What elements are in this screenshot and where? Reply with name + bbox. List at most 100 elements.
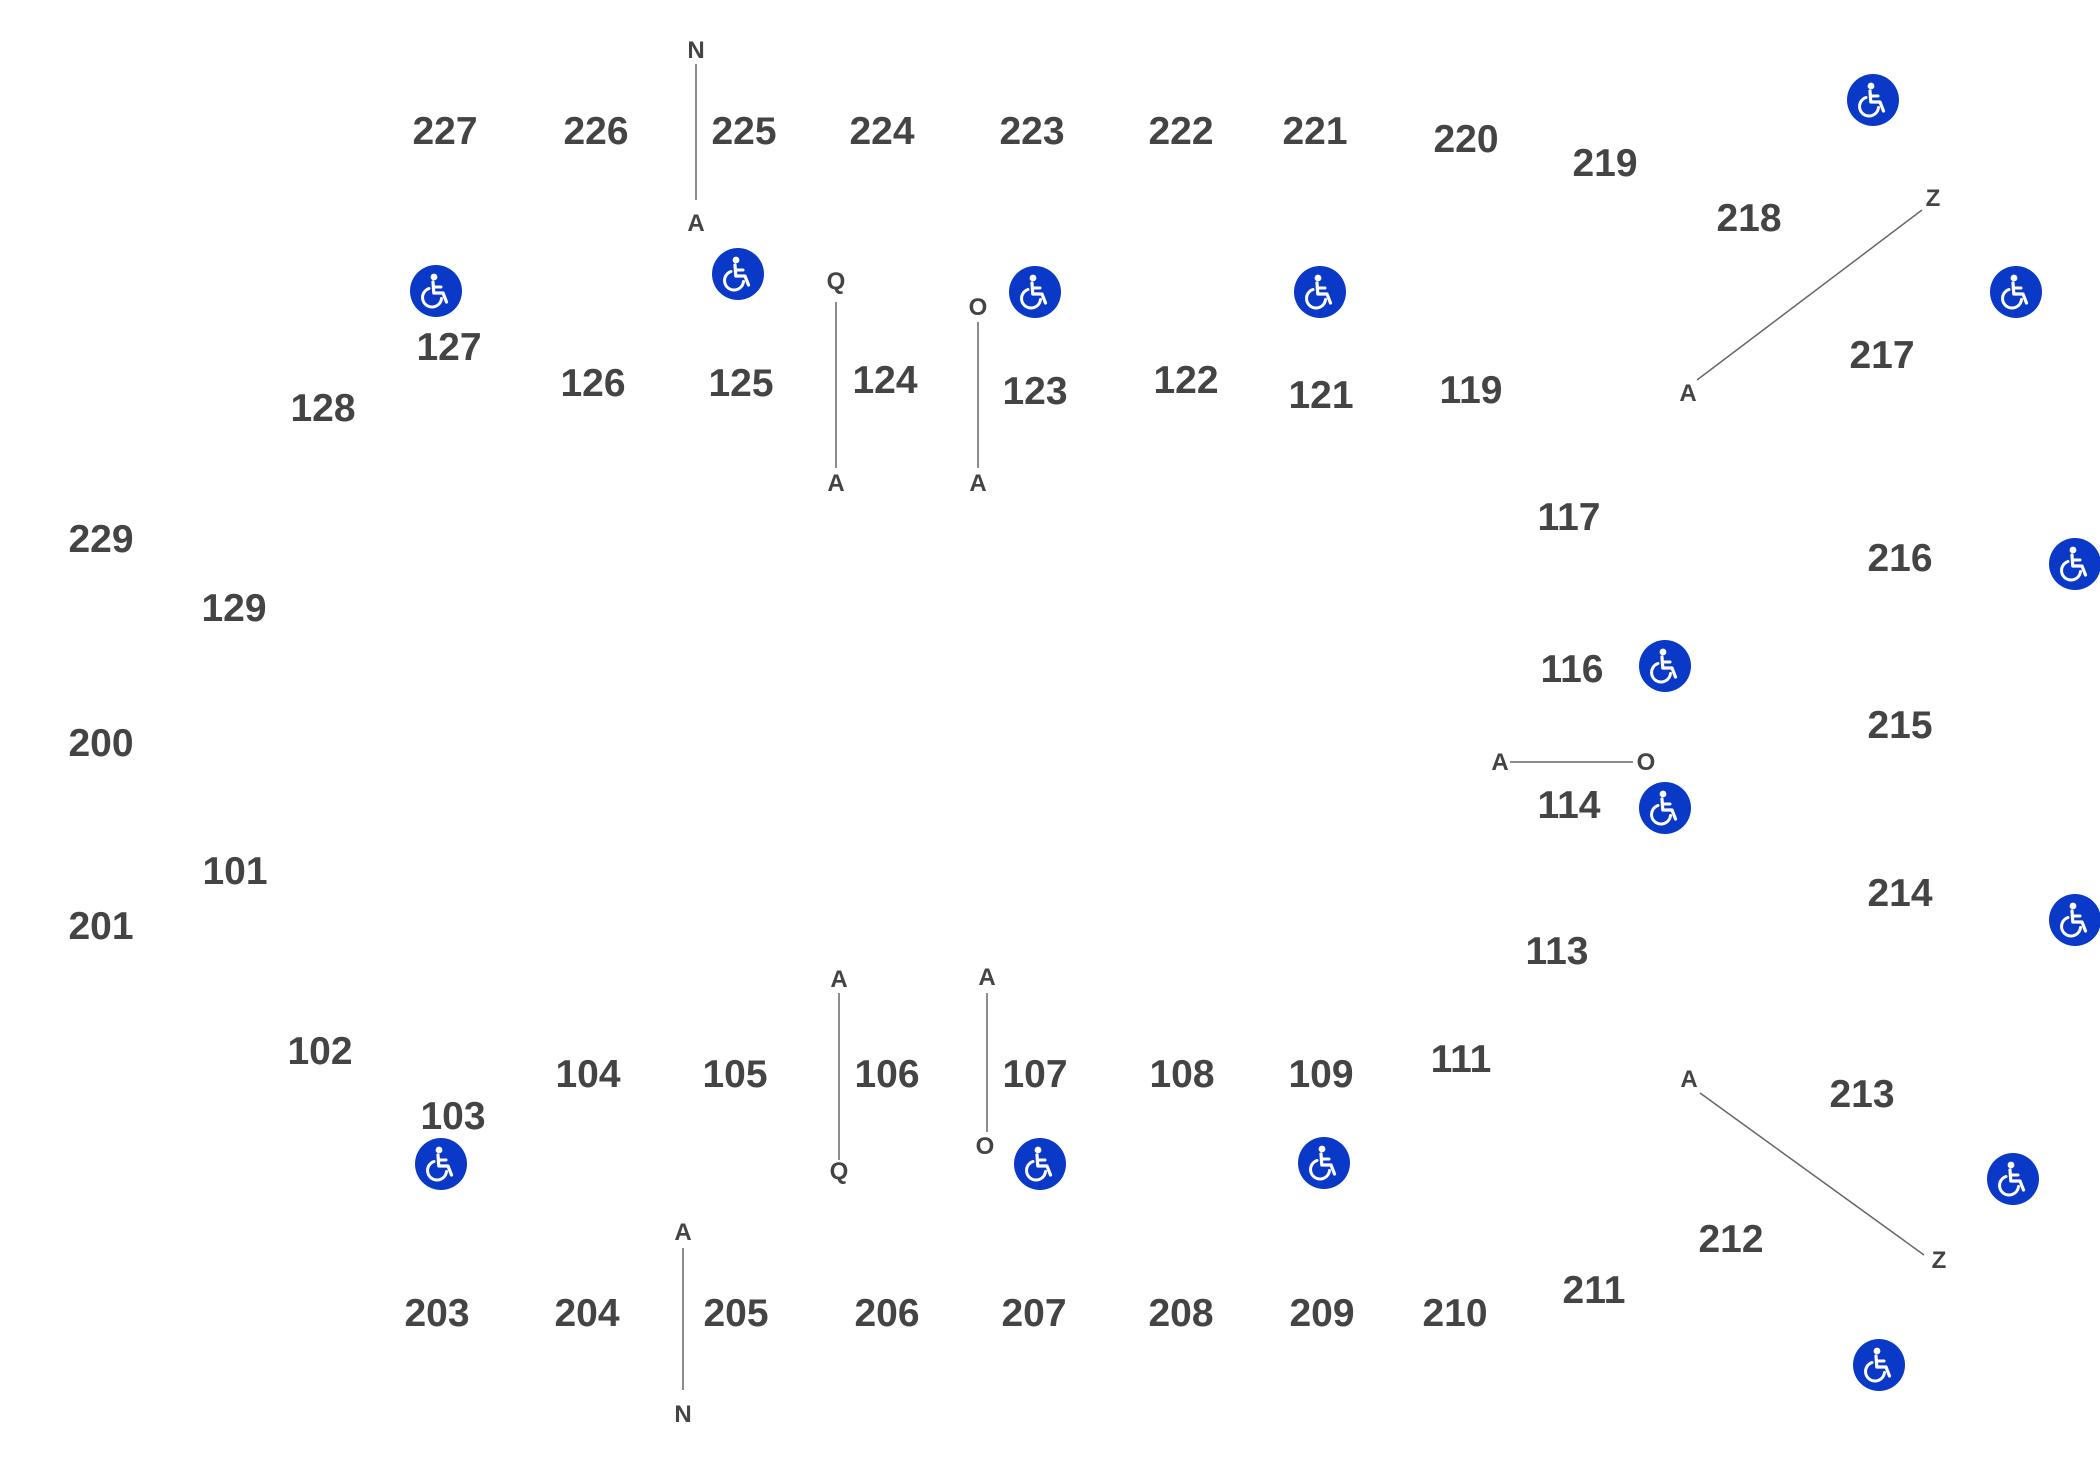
section-111[interactable]: 111 — [1430, 1038, 1492, 1081]
section-222[interactable]: 222 — [1148, 110, 1214, 153]
row-label: A — [1679, 380, 1697, 407]
row-label: A — [978, 964, 996, 991]
row-label: A — [969, 470, 987, 497]
section-114[interactable]: 114 — [1537, 784, 1601, 827]
wheelchair-glyph — [2060, 902, 2088, 938]
section-224[interactable]: 224 — [849, 110, 915, 153]
section-119[interactable]: 119 — [1439, 369, 1503, 412]
wheelchair-icon[interactable] — [2049, 538, 2100, 590]
section-127[interactable]: 127 — [416, 326, 482, 369]
section-214[interactable]: 214 — [1867, 872, 1933, 915]
row-label: A — [1680, 1066, 1698, 1093]
section-109[interactable]: 109 — [1288, 1053, 1354, 1096]
wheelchair-glyph — [1858, 82, 1886, 118]
wheelchair-icon[interactable] — [410, 265, 462, 317]
wheelchair-icon[interactable] — [415, 1138, 467, 1190]
section-219[interactable]: 219 — [1572, 142, 1638, 185]
section-225[interactable]: 225 — [711, 110, 777, 153]
section-216[interactable]: 216 — [1867, 537, 1933, 580]
section-211[interactable]: 211 — [1562, 1269, 1626, 1312]
row-label: A — [830, 966, 848, 993]
wheelchair-icon[interactable] — [1847, 74, 1899, 126]
row-label: O — [968, 294, 988, 321]
row-label: O — [1636, 749, 1656, 776]
wheelchair-glyph — [1309, 1145, 1337, 1181]
row-label: O — [975, 1133, 995, 1160]
wheelchair-icon[interactable] — [1987, 1153, 2039, 1205]
section-104[interactable]: 104 — [555, 1053, 621, 1096]
wheelchair-glyph — [421, 273, 449, 309]
wheelchair-icon[interactable] — [1009, 266, 1061, 318]
section-205[interactable]: 205 — [703, 1292, 769, 1335]
section-122[interactable]: 122 — [1153, 359, 1219, 402]
wheelchair-icon[interactable] — [712, 248, 764, 300]
wheelchair-icon[interactable] — [1639, 640, 1691, 692]
row-line-212 — [1699, 1092, 1925, 1256]
section-106[interactable]: 106 — [854, 1053, 920, 1096]
section-200[interactable]: 200 — [68, 722, 134, 765]
section-125[interactable]: 125 — [708, 362, 774, 405]
section-116[interactable]: 116 — [1540, 648, 1604, 691]
section-107[interactable]: 107 — [1002, 1053, 1068, 1096]
section-220[interactable]: 220 — [1433, 118, 1499, 161]
wheelchair-glyph — [1650, 648, 1678, 684]
section-206[interactable]: 206 — [854, 1292, 920, 1335]
row-label: A — [827, 470, 845, 497]
section-208[interactable]: 208 — [1148, 1292, 1214, 1335]
row-label: Z — [1931, 1247, 1947, 1274]
row-label: A — [674, 1219, 692, 1246]
row-label: Z — [1925, 185, 1941, 212]
section-226[interactable]: 226 — [563, 110, 629, 153]
section-101[interactable]: 101 — [202, 850, 268, 893]
row-label: Q — [829, 1158, 849, 1185]
section-113[interactable]: 113 — [1525, 930, 1589, 973]
wheelchair-icon[interactable] — [1298, 1137, 1350, 1189]
wheelchair-glyph — [2060, 546, 2088, 582]
section-213[interactable]: 213 — [1829, 1073, 1895, 1116]
wheelchair-glyph — [1025, 1146, 1053, 1182]
wheelchair-icon[interactable] — [1294, 266, 1346, 318]
section-124[interactable]: 124 — [852, 359, 918, 402]
section-203[interactable]: 203 — [404, 1292, 470, 1335]
section-210[interactable]: 210 — [1422, 1292, 1488, 1335]
wheelchair-icon[interactable] — [2049, 894, 2100, 946]
section-105[interactable]: 105 — [702, 1053, 768, 1096]
section-102[interactable]: 102 — [287, 1030, 353, 1073]
section-126[interactable]: 126 — [560, 362, 626, 405]
row-label: Q — [826, 268, 846, 295]
section-121[interactable]: 121 — [1288, 374, 1354, 417]
section-117[interactable]: 117 — [1537, 496, 1601, 539]
section-204[interactable]: 204 — [554, 1292, 620, 1335]
wheelchair-icon[interactable] — [1990, 266, 2042, 318]
section-217[interactable]: 217 — [1849, 334, 1915, 377]
section-209[interactable]: 209 — [1289, 1292, 1355, 1335]
wheelchair-glyph — [723, 256, 751, 292]
section-129[interactable]: 129 — [201, 587, 267, 630]
section-123[interactable]: 123 — [1002, 370, 1068, 413]
wheelchair-icon[interactable] — [1853, 1339, 1905, 1391]
wheelchair-icon[interactable] — [1639, 782, 1691, 834]
section-128[interactable]: 128 — [290, 387, 356, 430]
section-207[interactable]: 207 — [1001, 1292, 1067, 1335]
wheelchair-glyph — [1998, 1161, 2026, 1197]
section-221[interactable]: 221 — [1282, 110, 1348, 153]
section-218[interactable]: 218 — [1716, 197, 1782, 240]
section-229[interactable]: 229 — [68, 518, 134, 561]
section-215[interactable]: 215 — [1867, 704, 1933, 747]
section-227[interactable]: 227 — [412, 110, 478, 153]
row-line-218 — [1696, 209, 1923, 381]
wheelchair-glyph — [1864, 1347, 1892, 1383]
wheelchair-icon[interactable] — [1014, 1138, 1066, 1190]
section-223[interactable]: 223 — [999, 110, 1065, 153]
row-label: A — [1491, 749, 1509, 776]
row-label: N — [687, 37, 705, 64]
row-label: A — [687, 210, 705, 237]
section-201[interactable]: 201 — [68, 905, 134, 948]
section-108[interactable]: 108 — [1149, 1053, 1215, 1096]
section-103[interactable]: 103 — [420, 1095, 486, 1138]
wheelchair-glyph — [426, 1146, 454, 1182]
wheelchair-glyph — [1305, 274, 1333, 310]
section-212[interactable]: 212 — [1698, 1218, 1764, 1261]
wheelchair-glyph — [2001, 274, 2029, 310]
